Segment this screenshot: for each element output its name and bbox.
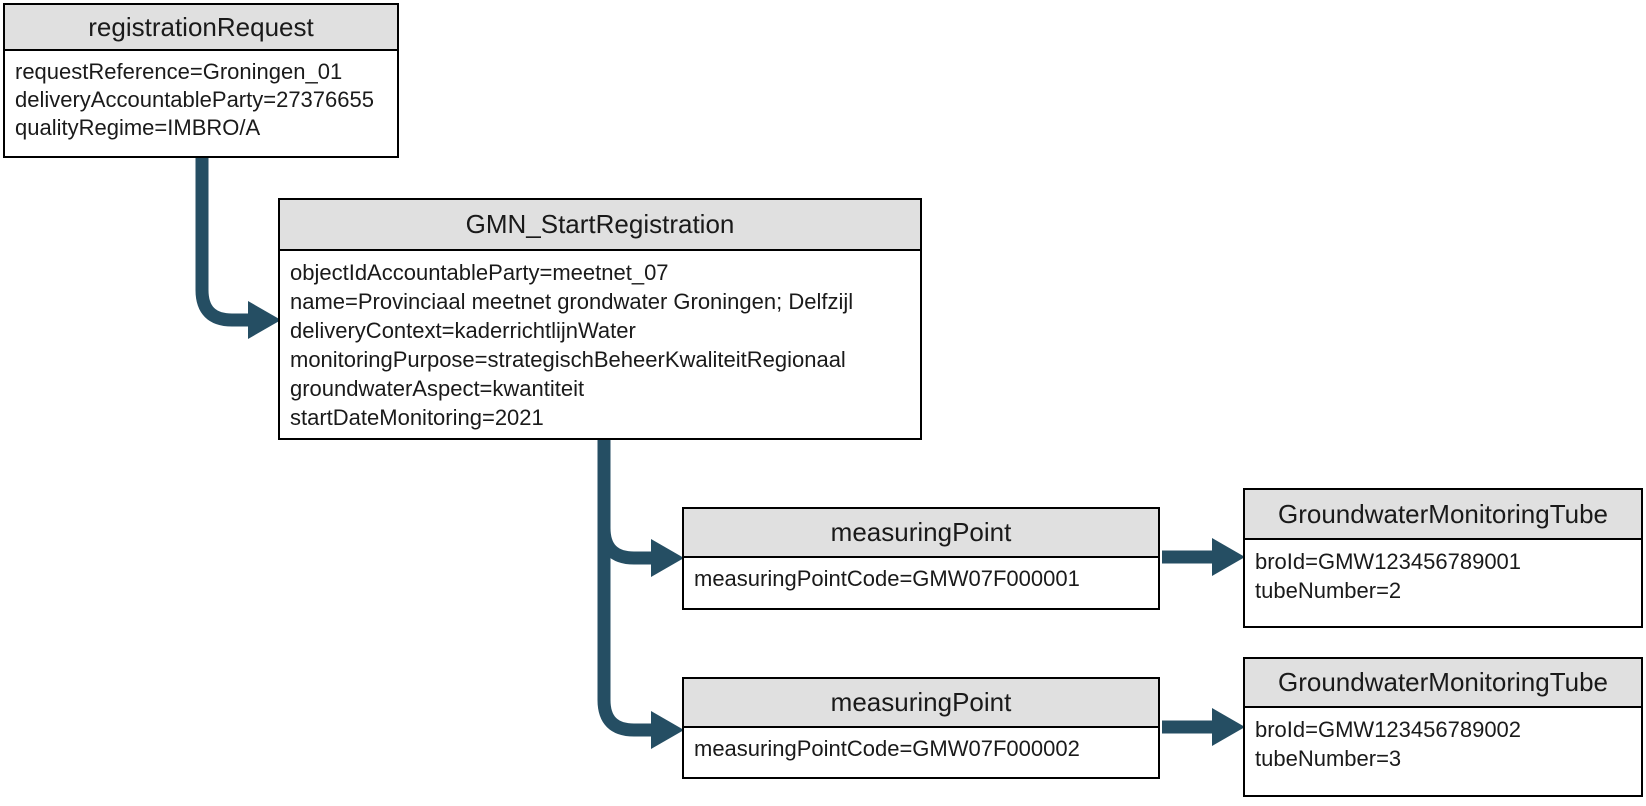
field-bro-id-1: broId=GMW123456789001 (1255, 549, 1522, 574)
field-measuring-point-code-2: measuringPointCode=GMW07F000002 (694, 736, 1080, 761)
node-registration-request-fields: requestReference=Groningen_01 deliveryAc… (5, 51, 397, 142)
field-bro-id-2: broId=GMW123456789002 (1255, 717, 1522, 742)
field-name: name=Provinciaal meetnet grondwater Gron… (290, 289, 854, 314)
node-gmn-start-registration-title: GMN_StartRegistration (280, 200, 920, 251)
node-groundwater-monitoring-tube-1-title: GroundwaterMonitoringTube (1245, 490, 1641, 540)
arrow-measuringpoint-1-to-tube-1 (1162, 538, 1245, 576)
node-measuring-point-1-fields: measuringPointCode=GMW07F000001 (684, 558, 1158, 593)
node-measuring-point-1-title: measuringPoint (684, 509, 1158, 558)
node-measuring-point-2-title: measuringPoint (684, 679, 1158, 728)
arrow-gmn-to-measuringpoint-2 (597, 440, 684, 749)
field-monitoring-purpose: monitoringPurpose=strategischBeheerKwali… (290, 347, 846, 372)
arrow-registration-to-gmn (195, 158, 281, 339)
node-measuring-point-2-fields: measuringPointCode=GMW07F000002 (684, 728, 1158, 763)
field-groundwater-aspect: groundwaterAspect=kwantiteit (290, 376, 585, 401)
node-groundwater-monitoring-tube-2: GroundwaterMonitoringTube broId=GMW12345… (1243, 657, 1643, 797)
field-measuring-point-code-1: measuringPointCode=GMW07F000001 (694, 566, 1080, 591)
node-groundwater-monitoring-tube-2-fields: broId=GMW123456789002 tubeNumber=3 (1245, 708, 1641, 773)
node-gmn-start-registration-fields: objectIdAccountableParty=meetnet_07 name… (280, 251, 920, 432)
field-start-date-monitoring: startDateMonitoring=2021 (290, 405, 544, 430)
field-delivery-accountable-party: deliveryAccountableParty=27376655 (15, 87, 374, 112)
node-groundwater-monitoring-tube-1: GroundwaterMonitoringTube broId=GMW12345… (1243, 488, 1643, 628)
field-delivery-context: deliveryContext=kaderrichtlijnWater (290, 318, 636, 343)
node-measuring-point-2: measuringPoint measuringPointCode=GMW07F… (682, 677, 1160, 779)
node-registration-request-title: registrationRequest (5, 5, 397, 51)
node-registration-request: registrationRequest requestReference=Gro… (3, 3, 399, 158)
node-measuring-point-1: measuringPoint measuringPointCode=GMW07F… (682, 507, 1160, 610)
arrow-gmn-to-measuringpoint-1 (597, 440, 684, 577)
node-groundwater-monitoring-tube-1-fields: broId=GMW123456789001 tubeNumber=2 (1245, 540, 1641, 605)
field-request-reference: requestReference=Groningen_01 (15, 59, 343, 84)
field-quality-regime: qualityRegime=IMBRO/A (15, 115, 261, 140)
arrow-measuringpoint-2-to-tube-2 (1162, 708, 1245, 746)
field-tube-number-1: tubeNumber=2 (1255, 578, 1402, 603)
node-gmn-start-registration: GMN_StartRegistration objectIdAccountabl… (278, 198, 922, 440)
field-tube-number-2: tubeNumber=3 (1255, 746, 1402, 771)
node-groundwater-monitoring-tube-2-title: GroundwaterMonitoringTube (1245, 659, 1641, 708)
field-object-id-accountable-party: objectIdAccountableParty=meetnet_07 (290, 260, 669, 285)
